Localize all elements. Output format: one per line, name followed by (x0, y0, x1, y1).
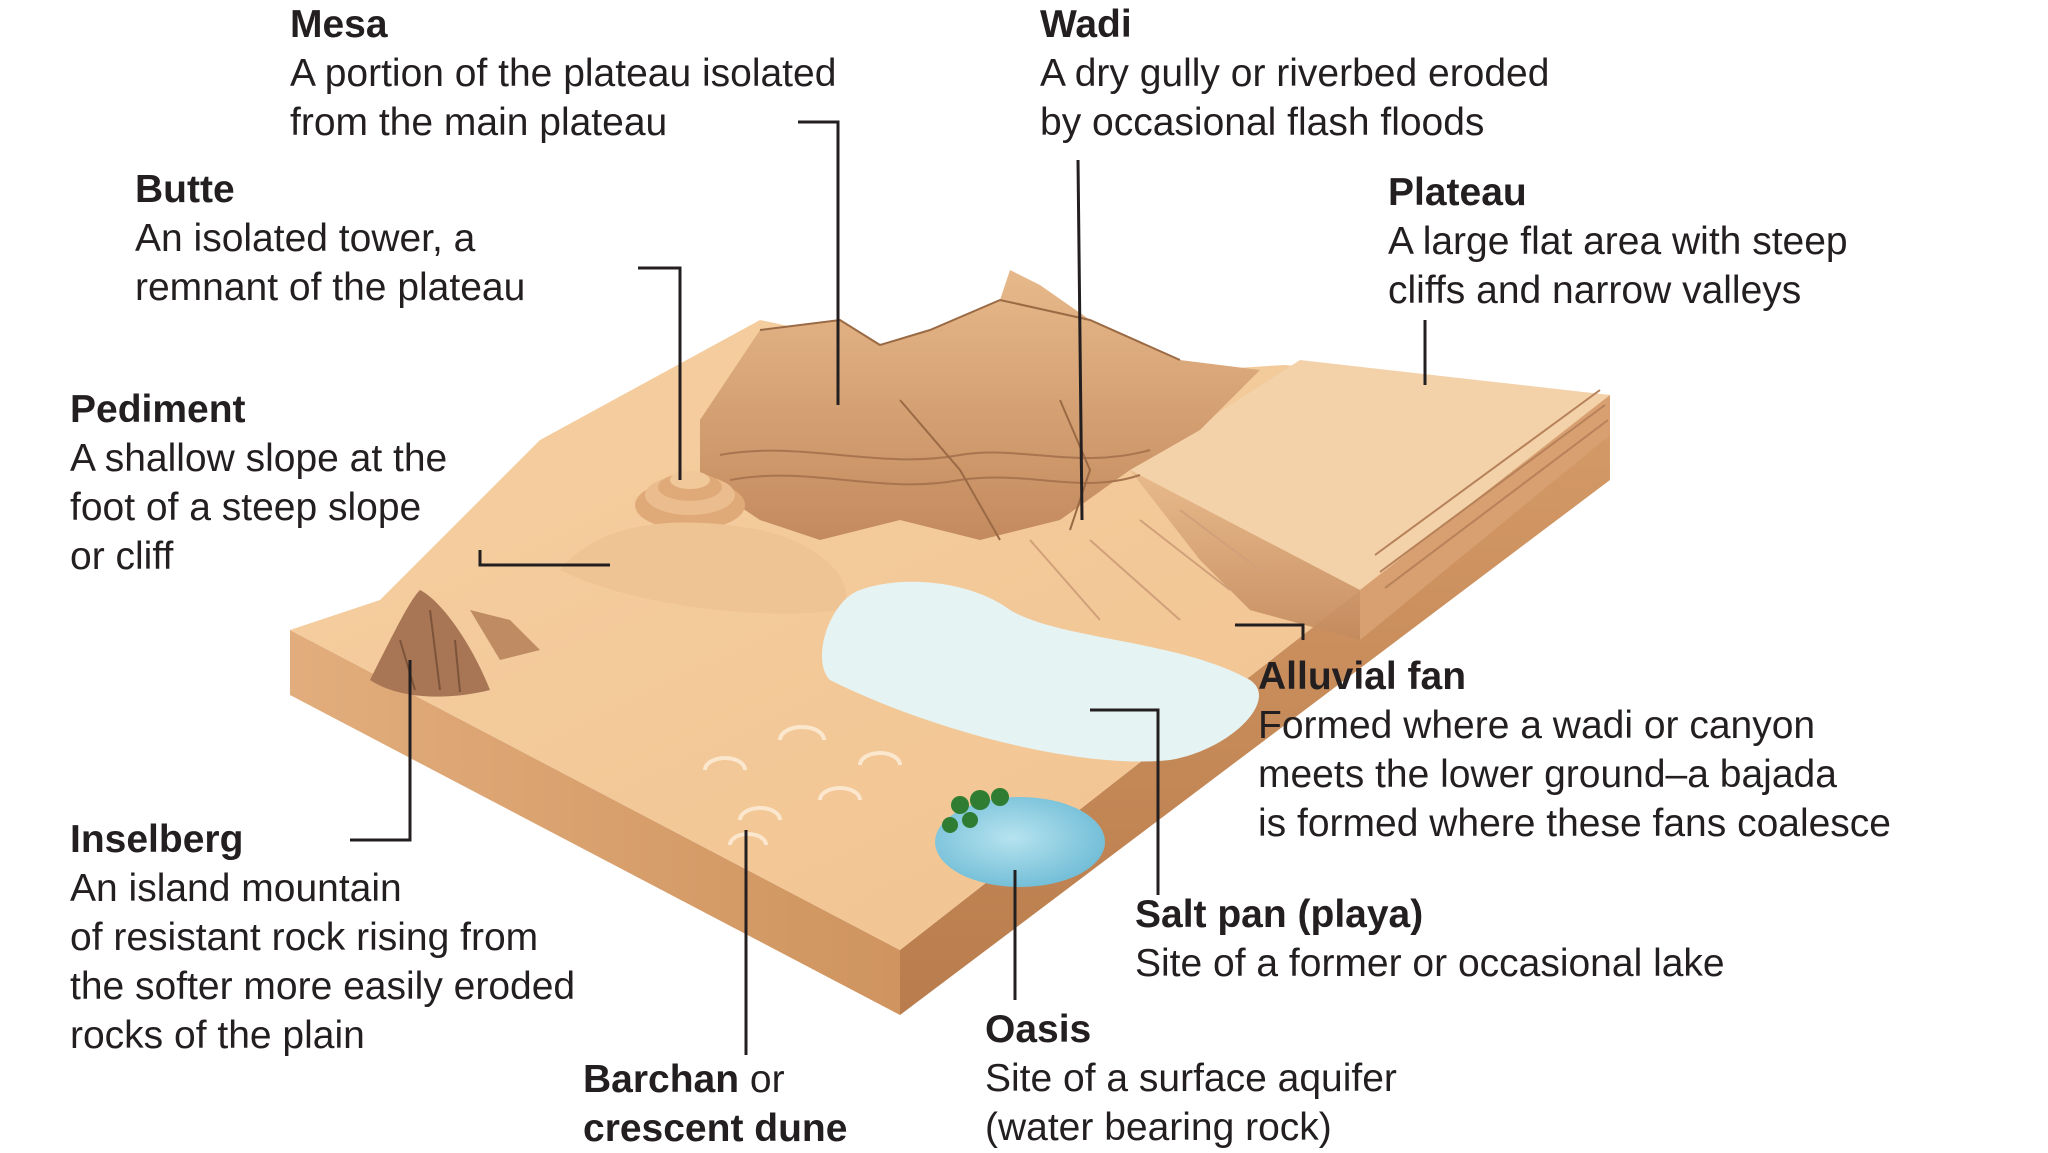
wadi-title: Wadi (1040, 0, 1549, 49)
oasis-title: Oasis (985, 1005, 1397, 1054)
mesa-line-1: A portion of the plateau isolated (290, 49, 836, 98)
butte-line-2: remnant of the plateau (135, 263, 525, 312)
plateau-title: Plateau (1388, 168, 1848, 217)
mesa-title: Mesa (290, 0, 836, 49)
alluvial-fan-line-3: is formed where these fans coalesce (1258, 799, 1891, 848)
label-barchan: Barchan or crescent dune (583, 1055, 847, 1153)
label-mesa: Mesa A portion of the plateau isolated f… (290, 0, 836, 147)
salt-pan-title: Salt pan (playa) (1135, 890, 1725, 939)
butte-line-1: An isolated tower, a (135, 214, 525, 263)
plateau-line-2: cliffs and narrow valleys (1388, 266, 1848, 315)
alluvial-fan-line-1: Formed where a wadi or canyon (1258, 701, 1891, 750)
oasis-line-2: (water bearing rock) (985, 1103, 1397, 1152)
butte-title: Butte (135, 165, 525, 214)
inselberg-line-2: of resistant rock rising from (70, 913, 575, 962)
inselberg-line-1: An island mountain (70, 864, 575, 913)
pediment-title: Pediment (70, 385, 447, 434)
label-plateau: Plateau A large flat area with steep cli… (1388, 168, 1848, 315)
label-inselberg: Inselberg An island mountain of resistan… (70, 815, 575, 1060)
label-salt-pan: Salt pan (playa) Site of a former or occ… (1135, 890, 1725, 988)
label-wadi: Wadi A dry gully or riverbed eroded by o… (1040, 0, 1549, 147)
oasis-line-1: Site of a surface aquifer (985, 1054, 1397, 1103)
label-butte: Butte An isolated tower, a remnant of th… (135, 165, 525, 312)
wadi-line-1: A dry gully or riverbed eroded (1040, 49, 1549, 98)
inselberg-line-4: rocks of the plain (70, 1011, 575, 1060)
inselberg-title: Inselberg (70, 815, 575, 864)
barchan-title-join: or (739, 1058, 785, 1101)
label-alluvial-fan: Alluvial fan Formed where a wadi or cany… (1258, 652, 1891, 848)
alluvial-fan-line-2: meets the lower ground–a bajada (1258, 750, 1891, 799)
mesa-line-2: from the main plateau (290, 98, 836, 147)
salt-pan-line-1: Site of a former or occasional lake (1135, 939, 1725, 988)
label-oasis: Oasis Site of a surface aquifer (water b… (985, 1005, 1397, 1152)
barchan-title-a: Barchan (583, 1058, 739, 1101)
pediment-line-2: foot of a steep slope (70, 483, 447, 532)
wadi-line-2: by occasional flash floods (1040, 98, 1549, 147)
barchan-title-b: crescent dune (583, 1104, 847, 1153)
plateau-line-1: A large flat area with steep (1388, 217, 1848, 266)
pediment-line-3: or cliff (70, 532, 447, 581)
alluvial-fan-title: Alluvial fan (1258, 652, 1891, 701)
label-pediment: Pediment A shallow slope at the foot of … (70, 385, 447, 581)
inselberg-line-3: the softer more easily eroded (70, 962, 575, 1011)
pediment-line-1: A shallow slope at the (70, 434, 447, 483)
